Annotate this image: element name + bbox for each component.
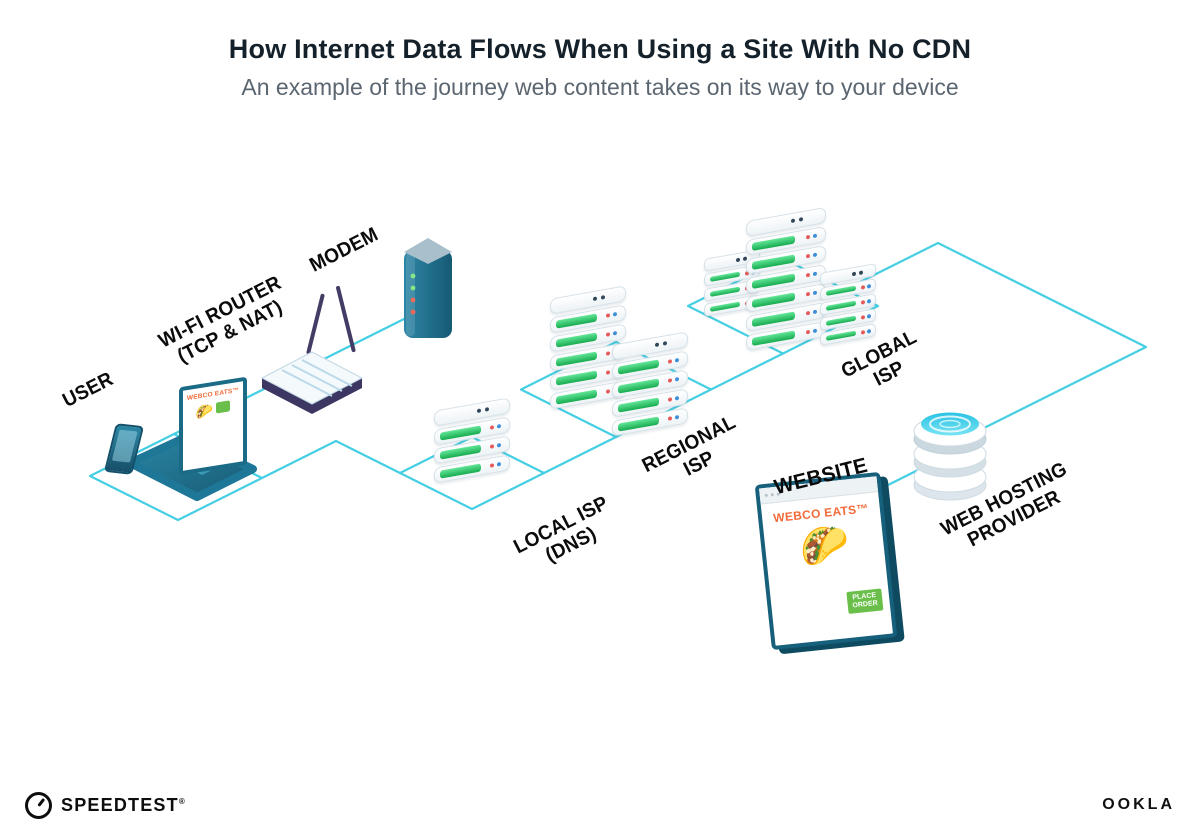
regional-isp-servers-right [612,331,688,437]
router-antenna-right [336,285,356,353]
router-antenna-left [306,293,325,355]
modem-body [404,250,452,338]
place-order-line2: ORDER [852,599,879,610]
wifi-router-illustration [260,285,364,414]
router-body-front [262,378,362,414]
speedtest-logo: SPEEDTEST® [25,792,186,819]
modem-leds [410,273,416,315]
global-isp-servers-right [820,263,876,346]
line-regional-to-global [709,352,785,391]
header: How Internet Data Flows When Using a Sit… [0,34,1200,101]
line-local-to-regional [542,435,618,475]
laptop-order-chip [216,400,231,414]
laptop-screen: WEBCO EATS™ 🌮 [179,376,247,476]
speedtest-wordmark: SPEEDTEST® [61,795,186,815]
global-isp-servers-main [746,206,826,352]
modem-highlight [406,252,415,336]
local-isp-servers [434,397,510,484]
router-body-top [260,351,364,405]
line-user-to-local-isp [260,439,402,480]
place-order-button: PLACE ORDER [846,588,884,614]
hosting-database-illustration [913,412,987,501]
ookla-wordmark: OOKLA [1102,796,1175,813]
registered-mark: ® [178,797,186,806]
modem-illustration [404,238,452,338]
taco-icon: 🌮 [797,521,852,571]
website-content: WEBCO EATS™ 🌮 PLACE ORDER [761,492,886,614]
line-global-to-hosting [843,241,1148,436]
router-vents [281,359,353,397]
page-title: How Internet Data Flows When Using a Sit… [228,34,972,64]
speedtest-gauge-icon [25,792,52,819]
taco-icon: 🌮 [195,401,214,421]
laptop-site-brand: WEBCO EATS™ [186,386,240,403]
modem-top [404,238,452,264]
page-subtitle: An example of the journey web content ta… [241,74,959,100]
ookla-logo: OOKLA [1102,796,1175,814]
